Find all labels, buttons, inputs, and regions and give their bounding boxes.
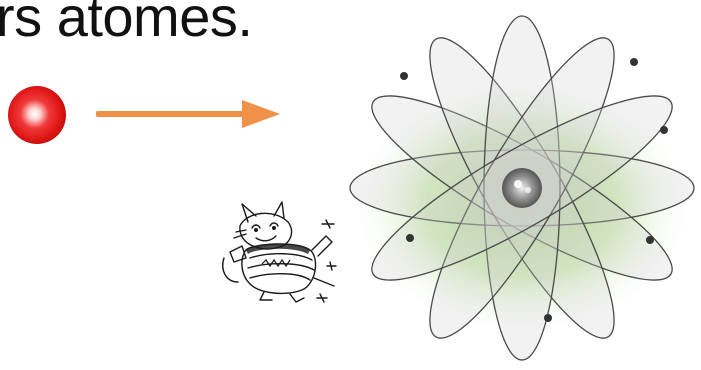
arrow-right-icon (96, 96, 282, 132)
red-sphere-icon (6, 84, 68, 146)
sketch-creature-icon (216, 200, 342, 304)
caption-text: rs atomes. (0, 0, 252, 49)
atom-icon (340, 6, 701, 370)
